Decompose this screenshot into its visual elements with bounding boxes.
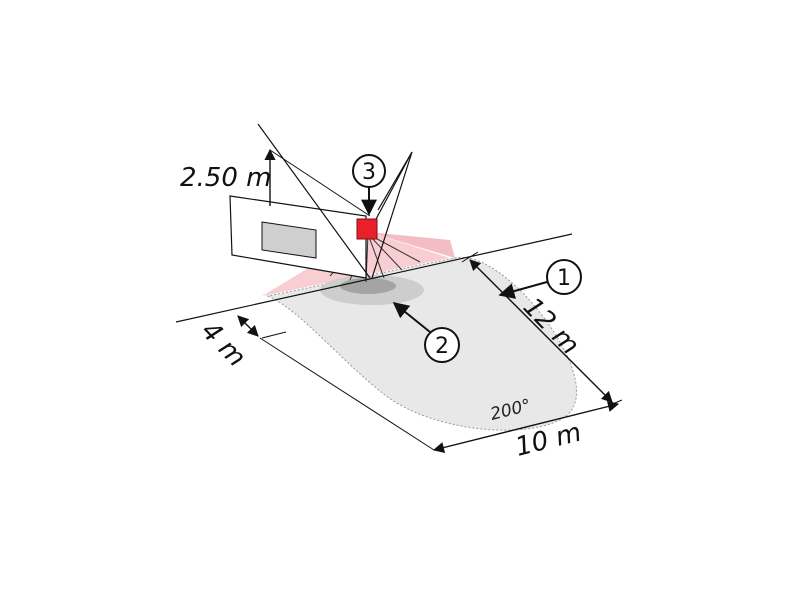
callout-2-circle <box>424 327 460 363</box>
floor-line <box>175 233 573 323</box>
sensor-coverage-cone-right <box>368 232 455 258</box>
height-guide-line-1 <box>257 123 371 279</box>
depth-extension-top <box>461 251 479 263</box>
depth-dimension-arrow <box>469 259 613 403</box>
sensor-device <box>356 218 378 240</box>
height-guide-line-2 <box>269 149 371 217</box>
height-label: 2.50 m <box>180 163 271 193</box>
width-left-dimension-arrow <box>237 315 259 337</box>
callout-2-label: 2 <box>435 334 449 359</box>
width-left-label: 4 m <box>195 316 251 373</box>
width-left-extension <box>261 331 287 339</box>
width-bottom-extension-left <box>259 337 435 451</box>
core-zone <box>340 278 396 294</box>
wall-window <box>261 221 317 259</box>
callout-1-label: 1 <box>557 266 571 291</box>
callout-3-label: 3 <box>362 160 376 185</box>
width-bottom-dimension-arrow <box>432 401 620 453</box>
callout-2-arrow <box>392 301 431 333</box>
